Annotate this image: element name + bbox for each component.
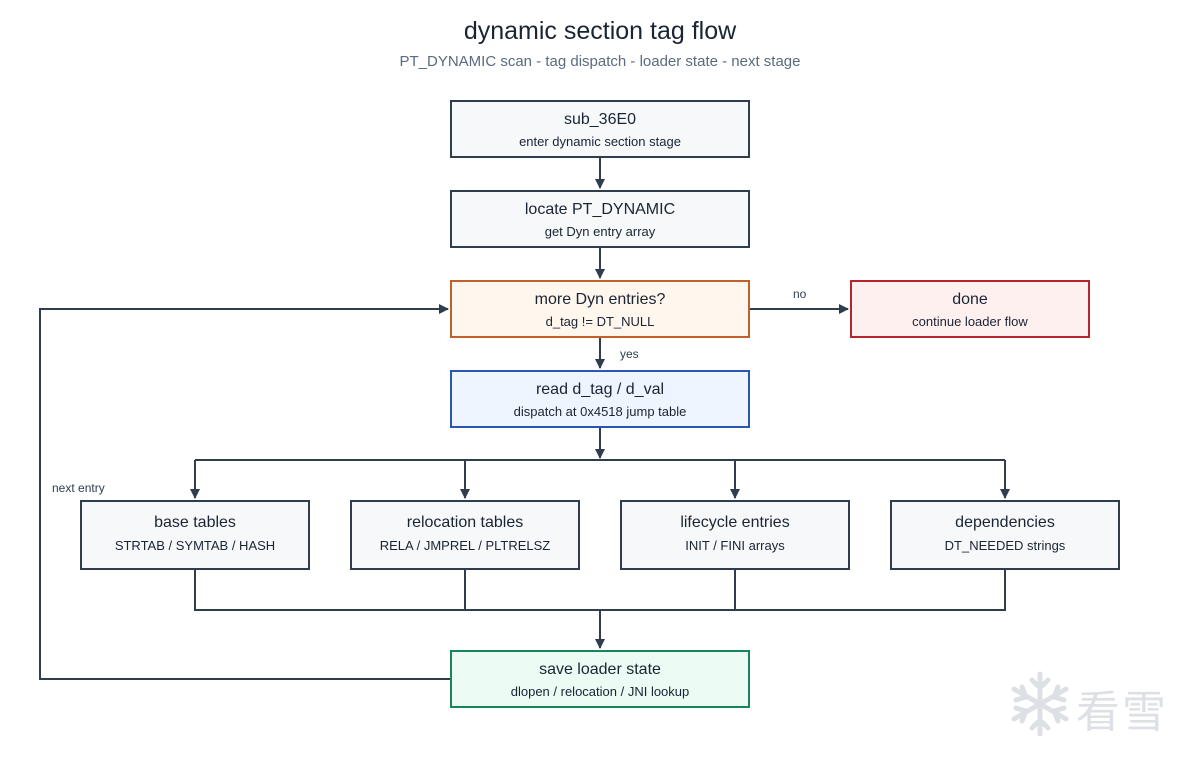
node-more-dyn-entries: more Dyn entries? d_tag != DT_NULL (450, 280, 750, 338)
node-desc: STRTAB / SYMTAB / HASH (114, 538, 276, 553)
node-title: relocation tables (406, 514, 524, 531)
node-title: base tables (154, 514, 236, 531)
node-title: more Dyn entries? (534, 291, 666, 308)
node-title: sub_36E0 (563, 111, 637, 128)
edge-label-yes: yes (620, 347, 639, 361)
node-dependencies: dependencies DT_NEEDED strings (890, 500, 1120, 570)
node-desc: enter dynamic section stage (519, 134, 681, 149)
node-title: save loader state (539, 661, 661, 678)
node-title: read d_tag / d_val (535, 381, 665, 398)
node-desc: get Dyn entry array (544, 224, 656, 239)
edge-label-next-entry: next entry (52, 481, 105, 495)
node-done: done continue loader flow (850, 280, 1090, 338)
node-sub-36e0: sub_36E0 enter dynamic section stage (450, 100, 750, 158)
node-lifecycle-entries: lifecycle entries INIT / FINI arrays (620, 500, 850, 570)
snowflake-icon (1011, 671, 1069, 737)
node-desc: dispatch at 0x4518 jump table (513, 404, 687, 419)
node-desc: DT_NEEDED strings (944, 538, 1066, 553)
edge-loop-next-entry (39, 304, 450, 680)
merge-bus (194, 570, 1006, 611)
node-title: locate PT_DYNAMIC (524, 201, 676, 218)
node-locate-pt-dynamic: locate PT_DYNAMIC get Dyn entry array (450, 190, 750, 248)
node-title: dependencies (955, 514, 1055, 531)
node-title: lifecycle entries (680, 514, 790, 531)
diagram-subtitle: PT_DYNAMIC scan - tag dispatch - loader … (399, 53, 801, 70)
watermark-text: 看雪 (1076, 687, 1168, 738)
node-desc: INIT / FINI arrays (685, 538, 785, 553)
node-base-tables: base tables STRTAB / SYMTAB / HASH (80, 500, 310, 570)
node-desc: continue loader flow (912, 314, 1028, 329)
node-desc: RELA / JMPREL / PLTRELSZ (379, 538, 551, 553)
node-relocation-tables: relocation tables RELA / JMPREL / PLTREL… (350, 500, 580, 570)
diagram-title: dynamic section tag flow (463, 17, 737, 45)
node-read-tag-val: read d_tag / d_val dispatch at 0x4518 ju… (450, 370, 750, 428)
node-desc: d_tag != DT_NULL (545, 314, 655, 329)
node-title: done (952, 291, 988, 308)
node-desc: dlopen / relocation / JNI lookup (510, 684, 690, 699)
watermark: 看雪 (1008, 668, 1183, 740)
edge-label-no: no (793, 287, 807, 301)
node-save-loader-state: save loader state dlopen / relocation / … (450, 650, 750, 708)
